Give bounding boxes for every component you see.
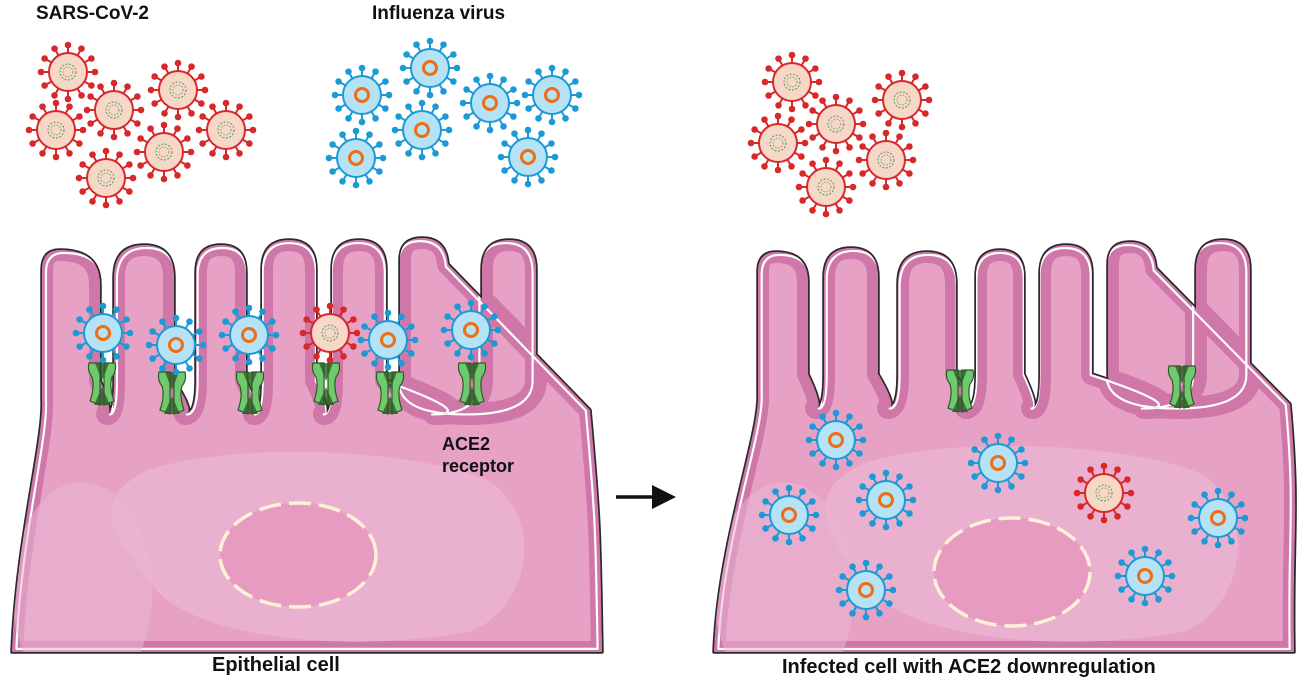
influenza-virion-icon	[1187, 487, 1249, 549]
ace2-receptor-icon	[311, 362, 341, 406]
sars-cov-2-virion-icon	[133, 121, 195, 183]
ace2-receptor-icon	[235, 371, 265, 415]
influenza-virion-icon	[399, 37, 461, 99]
sars-cov-2-virion-icon	[299, 302, 361, 364]
sars-cov-2-virion-icon	[195, 99, 257, 161]
nucleus	[932, 516, 1092, 628]
influenza-virion-icon	[357, 309, 419, 371]
infected-cell-label: Infected cell with ACE2 downregulation	[782, 656, 1156, 678]
sars-cov-2-virion-icon	[37, 41, 99, 103]
sars-cov-2-virion-icon	[761, 51, 823, 113]
sars-cov-2-virion-icon	[795, 156, 857, 218]
influenza-virion-icon	[855, 469, 917, 531]
epithelial-cell-label: Epithelial cell	[212, 654, 340, 676]
sars-cov-2-virion-icon	[805, 93, 867, 155]
ace2-receptor-icon	[1167, 365, 1197, 409]
influenza-virion-icon	[459, 72, 521, 134]
inner-membrane-line	[15, 240, 599, 650]
influenza-virion-icon	[145, 314, 207, 376]
sars-cov-2-virion-icon	[75, 147, 137, 209]
sars-cov-2-virion-icon	[1073, 462, 1135, 524]
influenza-virion-icon	[497, 126, 559, 188]
influenza-virion-icon	[967, 432, 1029, 494]
influenza-virion-icon	[72, 302, 134, 364]
receptor-layer	[87, 362, 1197, 415]
influenza-virion-icon	[758, 484, 820, 546]
sars-cov-2-virion-icon	[855, 129, 917, 191]
influenza-virion-icon	[325, 127, 387, 189]
sars-cov-2-virion-icon	[871, 69, 933, 131]
sars-cov-2-virion-icon	[83, 79, 145, 141]
virus-layer	[25, 37, 1249, 621]
sars-cov-2-title: SARS-CoV-2	[36, 3, 149, 24]
ace2-label-line2: receptor	[442, 456, 515, 476]
ace2-receptor-icon	[375, 371, 405, 415]
influenza-virion-icon	[805, 409, 867, 471]
sars-cov-2-virion-icon	[747, 112, 809, 174]
influenza-virion-icon	[835, 559, 897, 621]
ace2-receptor-icon	[457, 362, 487, 406]
influenza-virion-icon	[521, 64, 583, 126]
ace2-receptor-label: ACE2 receptor	[442, 433, 514, 477]
ace2-label-line1: ACE2	[442, 434, 491, 454]
ace2-receptor-icon	[945, 369, 975, 413]
ace2-receptor-icon	[87, 362, 117, 406]
influenza-virion-icon	[391, 99, 453, 161]
influenza-virion-icon	[440, 299, 502, 361]
ace2-receptor-icon	[157, 371, 187, 415]
cytoplasm-region	[714, 482, 854, 652]
influenza-virion-icon	[1114, 545, 1176, 607]
sars-cov-2-virion-icon	[147, 59, 209, 121]
sars-cov-2-virion-icon	[25, 99, 87, 161]
influenza-virus-title: Influenza virus	[372, 3, 506, 24]
influenza-virion-icon	[218, 304, 280, 366]
cell-layer	[10, 236, 1297, 654]
inner-membrane-line	[717, 242, 1292, 650]
right-arrow-icon	[616, 485, 676, 509]
cytoplasm-region	[12, 482, 152, 652]
influenza-virion-icon	[331, 64, 393, 126]
nucleus	[218, 501, 378, 609]
